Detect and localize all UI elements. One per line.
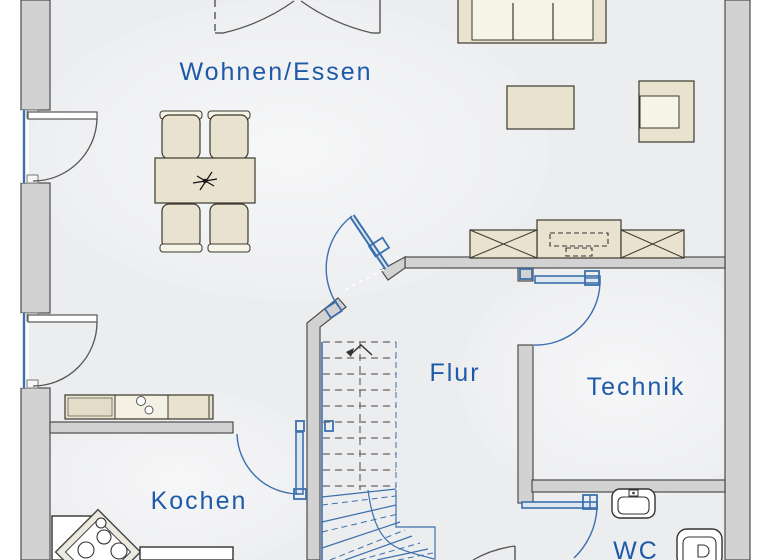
room-label-wc: WC	[613, 537, 659, 560]
room-label-wohnen-essen: Wohnen/Essen	[179, 58, 372, 86]
toilet	[676, 528, 723, 560]
staircase	[321, 341, 436, 560]
technik-door	[519, 268, 601, 346]
bottom-door-partial	[472, 545, 516, 560]
kitchen-counter-top	[64, 394, 214, 420]
coffee-table	[506, 85, 575, 130]
room-label-technik: Technik	[587, 373, 686, 401]
chair	[161, 203, 201, 249]
tv-sideboard	[469, 219, 685, 259]
sink-icon	[136, 396, 146, 406]
kitchen-door	[236, 420, 334, 500]
kitchen-counter-bottom	[139, 546, 234, 560]
living-hall-door	[323, 214, 391, 320]
sofa	[457, 0, 607, 44]
washbasin	[611, 488, 656, 519]
chair	[161, 114, 201, 160]
room-labels: Wohnen/Essen Flur Technik Kochen WC	[151, 58, 686, 560]
terrace-door-upper	[21, 109, 98, 184]
armchair	[638, 80, 695, 143]
wc-door	[521, 494, 598, 559]
dining-set	[154, 110, 256, 253]
plant-icon	[192, 171, 218, 191]
room-label-flur: Flur	[429, 359, 480, 387]
chair	[209, 203, 249, 249]
terrace-door-lower	[21, 312, 98, 389]
stair-direction-arrow	[349, 343, 373, 356]
corner-stove	[51, 508, 142, 560]
burner-icon	[77, 541, 95, 559]
double-door-top	[214, 0, 381, 34]
interior-walls	[49, 255, 726, 560]
room-label-kochen: Kochen	[151, 487, 248, 515]
floor	[21, 0, 768, 560]
exterior-walls	[20, 0, 751, 560]
chair	[209, 114, 249, 160]
tv-icon	[549, 232, 609, 257]
